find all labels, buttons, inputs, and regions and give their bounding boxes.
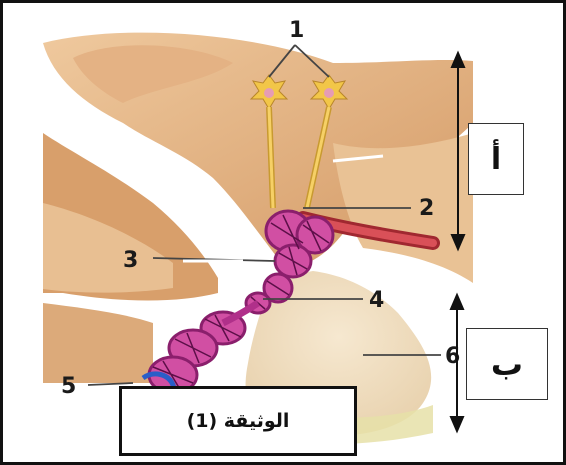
label-5: 5 [61,374,76,399]
label-4: 4 [369,288,384,313]
label-3: 3 [123,248,138,273]
tissue-bottom [43,303,153,383]
label-6: 6 [445,344,460,369]
region-b-label: ب [466,328,548,400]
region-a-label: أ [468,123,524,195]
document-caption: الوثيقة (1) [119,386,357,456]
label-2: 2 [419,196,434,221]
label-1: 1 [289,18,304,43]
